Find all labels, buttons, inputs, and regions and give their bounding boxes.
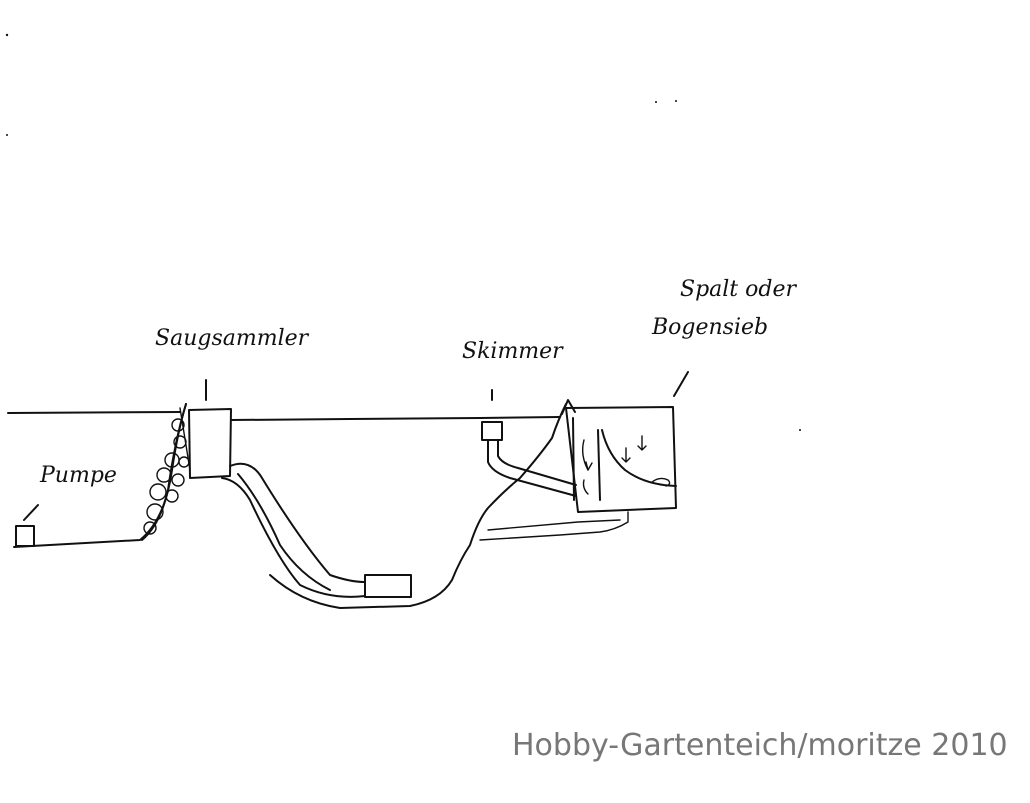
pipe-chamber-box bbox=[364, 574, 412, 598]
skimmer-box bbox=[481, 421, 503, 441]
sieve-tick bbox=[673, 371, 689, 397]
sieve-curve bbox=[601, 429, 677, 487]
label-skimmer: Skimmer bbox=[462, 339, 564, 364]
water-surface-line bbox=[7, 411, 561, 421]
gravel-mound bbox=[141, 403, 191, 541]
suction-pipes bbox=[221, 462, 366, 598]
watermark: Hobby-Gartenteich/moritze 2010 bbox=[512, 728, 1008, 763]
ground-contour-inner bbox=[479, 511, 629, 541]
label-suction-collector: Saugsammler bbox=[155, 326, 310, 351]
sieve-box bbox=[565, 406, 677, 513]
sieve-debris bbox=[651, 477, 671, 487]
skimmer-pipe bbox=[487, 439, 577, 497]
label-pump: Pumpe bbox=[39, 463, 117, 488]
stray-marks bbox=[5, 33, 801, 431]
ground-contour bbox=[269, 403, 567, 609]
suction-collector-box bbox=[188, 408, 232, 479]
pump-box bbox=[15, 525, 35, 547]
label-sieve-line1: Spalt oder bbox=[680, 277, 797, 302]
sieve-top-left bbox=[561, 399, 576, 415]
return-pipe bbox=[487, 519, 621, 531]
flow-arrows bbox=[581, 435, 647, 495]
sieve-inner-wall bbox=[572, 417, 601, 501]
label-sieve-line2: Bogensieb bbox=[651, 315, 768, 340]
pump-tick bbox=[23, 504, 39, 521]
